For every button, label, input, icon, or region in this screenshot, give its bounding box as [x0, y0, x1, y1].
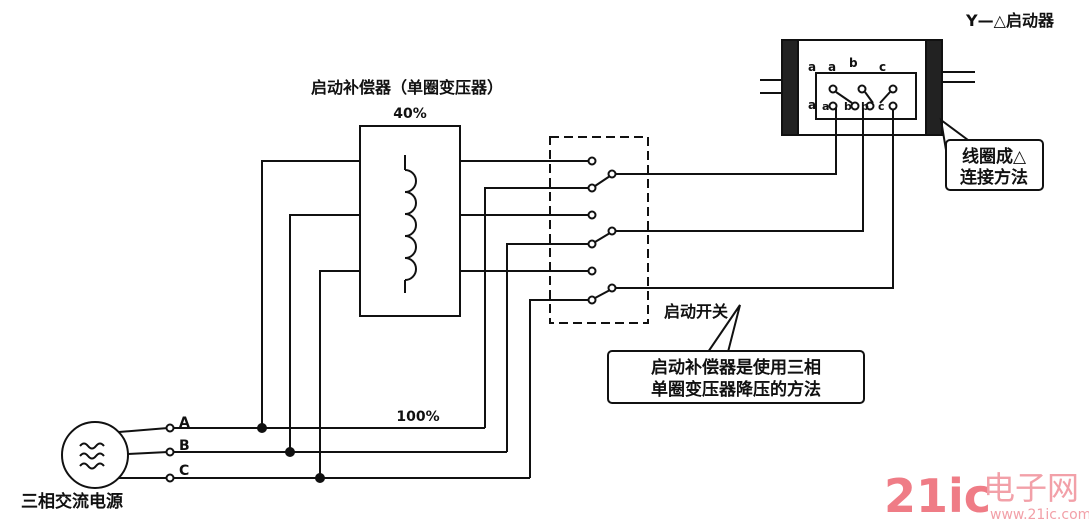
method-callout-line-2: 单圈变压器降压的方法 — [651, 379, 821, 400]
delta-callout-box — [945, 139, 1044, 191]
motor-lead-a — [616, 108, 837, 175]
watermark-logo: 21ic 电子网 www.21ic.com — [884, 469, 1089, 523]
motor-terminal-bottom-4 — [888, 101, 898, 111]
terminal-a — [165, 423, 175, 433]
line-b-100 — [506, 243, 588, 452]
delta-link-1 — [835, 91, 853, 104]
motor-letter-c-top: c — [879, 60, 886, 74]
line-c-100 — [529, 299, 588, 478]
contact-a-40 — [587, 156, 597, 166]
motor-lead-c — [616, 108, 894, 289]
start-compensator — [359, 125, 461, 317]
delta-callout-line-2: 连接方法 — [960, 167, 1028, 188]
phase-b-label: B — [179, 438, 190, 454]
source-lead-a — [118, 427, 169, 433]
line-a-100 — [484, 187, 588, 428]
motor-terminal-top-3 — [888, 84, 898, 94]
motor-terminal-bottom-2 — [850, 101, 860, 111]
feed-b-to-compensator — [289, 214, 360, 452]
compensator-box — [359, 125, 461, 317]
terminal-b — [165, 447, 175, 457]
blade-b — [594, 232, 611, 243]
motor-title: Y—△启动器 — [965, 11, 1055, 30]
delta-callout-line-1: 线圈成△ — [962, 146, 1027, 167]
ac-wave-3 — [79, 462, 105, 470]
delta-callout-pointer — [939, 117, 969, 151]
tap-40-label: 40% — [393, 106, 427, 122]
blade-c — [594, 289, 611, 299]
motor-terminal-top-1 — [828, 84, 838, 94]
coil-winding — [404, 169, 417, 281]
method-callout-line-1: 启动补偿器是使用三相 — [651, 357, 821, 378]
motor-letter-b-top: b — [849, 56, 858, 70]
motor-letter-c-bottom: c — [878, 100, 885, 113]
method-callout-box — [607, 350, 865, 404]
feed-a-to-compensator — [261, 160, 360, 428]
motor-endcap-right — [925, 39, 943, 136]
phase-c-label: C — [179, 463, 189, 479]
motor-terminal-bottom-3 — [865, 101, 875, 111]
terminal-box — [815, 72, 917, 120]
tap-100-label: 100% — [396, 409, 439, 425]
motor-lead-b — [616, 108, 864, 232]
watermark-url: www.21ic.com — [990, 507, 1089, 523]
source-lead-b — [127, 451, 169, 455]
motor-letter-a-outer-bottom: a — [808, 98, 816, 112]
source-label: 三相交流电源 — [21, 491, 123, 512]
watermark-number: 21ic — [884, 469, 991, 523]
y-delta-starter — [760, 39, 975, 136]
switch-label: 启动开关 — [664, 302, 728, 321]
contact-b-100 — [587, 239, 597, 249]
motor-letter-a-top: a — [828, 60, 836, 74]
ac-source-symbol — [61, 421, 129, 489]
motor-letter-a-left: a — [822, 100, 829, 113]
blade-a — [594, 175, 611, 187]
motor-terminal-top-2 — [857, 84, 867, 94]
watermark-chinese: 电子网 — [983, 469, 1079, 507]
motor-letter-b-bottom: b — [844, 100, 852, 113]
delta-callout — [945, 139, 1044, 191]
phase-a-label: A — [179, 415, 190, 431]
motor-letter-b2-bottom: b — [861, 100, 869, 113]
motor-letter-a-outer-top: a — [808, 60, 816, 74]
ac-wave-1 — [79, 442, 105, 450]
contact-b-40 — [587, 210, 597, 220]
delta-link-3 — [879, 91, 891, 104]
contact-c-100 — [587, 295, 597, 305]
method-callout — [607, 304, 865, 404]
terminal-c — [165, 473, 175, 483]
contact-a-100 — [587, 183, 597, 193]
pivot-b — [607, 226, 617, 236]
motor-endcap-left — [781, 39, 799, 136]
ac-source — [61, 421, 169, 489]
feed-c-to-compensator — [319, 270, 360, 478]
delta-link-2 — [864, 91, 874, 104]
contact-c-40 — [587, 266, 597, 276]
pivot-c — [607, 283, 617, 293]
pivot-a — [607, 169, 617, 179]
motor-terminal-bottom-1 — [828, 101, 838, 111]
compensator-title: 启动补偿器（单圈变压器） — [311, 78, 503, 97]
ac-wave-2 — [79, 452, 105, 460]
